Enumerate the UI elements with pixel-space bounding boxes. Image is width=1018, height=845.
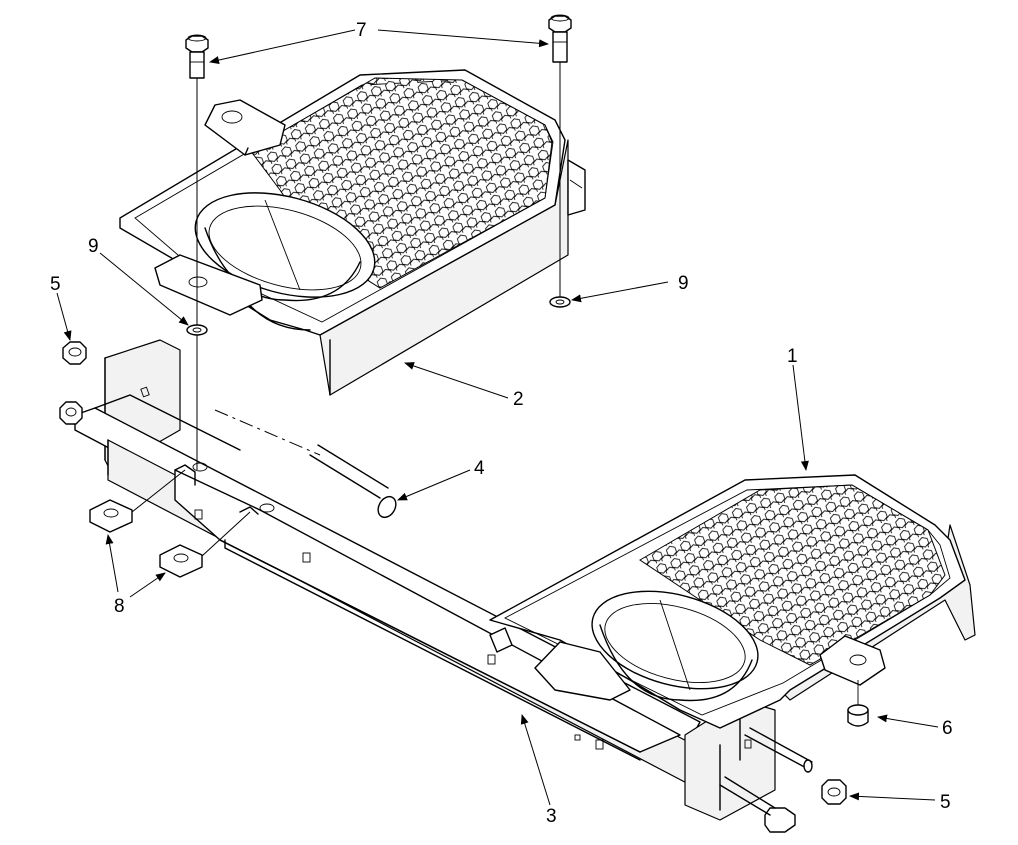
callout-1: 1 bbox=[787, 346, 798, 367]
washer-left bbox=[186, 324, 208, 336]
clip-nut-upper bbox=[89, 499, 133, 533]
callout-7: 7 bbox=[356, 20, 367, 41]
callout-8: 8 bbox=[114, 596, 125, 617]
step-upper bbox=[119, 69, 586, 396]
callout-4: 4 bbox=[474, 458, 485, 479]
pin-assembly bbox=[214, 409, 397, 519]
spacer bbox=[847, 680, 869, 727]
bolt-right bbox=[548, 14, 572, 63]
bolt-left bbox=[185, 34, 209, 79]
callout-6: 6 bbox=[942, 718, 953, 739]
nut-left bbox=[62, 341, 87, 365]
clip-leader-a bbox=[131, 469, 186, 513]
callout-leaders bbox=[56, 29, 939, 806]
callout-5-right: 5 bbox=[940, 792, 951, 813]
callout-9-right: 9 bbox=[678, 273, 689, 294]
bolt-shaft-right bbox=[744, 727, 813, 773]
clip-leader-b bbox=[201, 511, 251, 557]
callout-2: 2 bbox=[513, 389, 524, 410]
step-lower bbox=[489, 474, 976, 729]
callout-3: 3 bbox=[546, 806, 557, 827]
callout-9-left: 9 bbox=[88, 236, 99, 257]
bolt-lower-right bbox=[719, 776, 796, 833]
nut-end-left bbox=[59, 401, 83, 425]
callout-5-left: 5 bbox=[50, 274, 61, 295]
nut-right bbox=[821, 779, 847, 805]
washer-right bbox=[549, 296, 571, 308]
clip-nut-lower bbox=[159, 544, 203, 578]
